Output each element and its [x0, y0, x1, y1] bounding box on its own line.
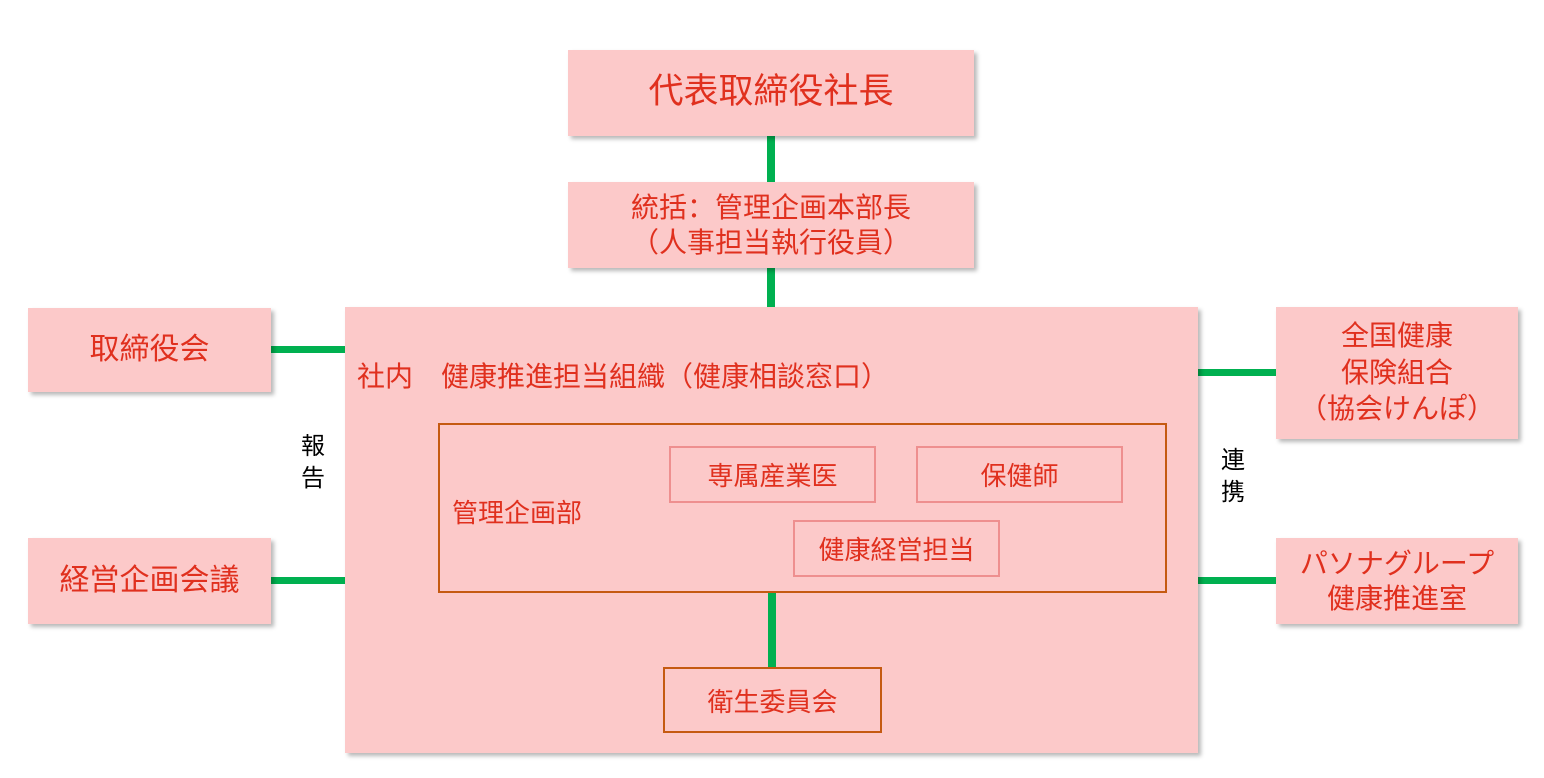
connector-org-pasona — [1198, 577, 1278, 584]
kyokai-line1: 全国健康 — [1340, 319, 1453, 353]
dept-label: 管理企画部 — [452, 499, 583, 529]
ceo-box: 代表取締役社長 — [568, 50, 974, 136]
kyokai-line2: 保険組合 — [1340, 355, 1453, 389]
report-char-1: 報 — [301, 432, 325, 460]
connector-meeting-org — [271, 577, 347, 584]
management-meeting-label: 経営企画会議 — [59, 563, 240, 599]
doctor-label: 専属産業医 — [707, 462, 838, 492]
coop-char-1: 連 — [1221, 446, 1245, 474]
ceo-label: 代表取締役社長 — [648, 72, 894, 113]
doctor-box: 専属産業医 — [669, 446, 876, 503]
safety-committee-label: 衛生委員会 — [707, 687, 838, 718]
board-box: 取締役会 — [28, 308, 271, 392]
report-char-2: 告 — [301, 464, 325, 493]
connector-supervisor-org — [767, 268, 775, 308]
dept-box: 管理企画部 — [438, 423, 1167, 593]
health-org-container: 社内 健康推進担当組織（健康相談窓口） — [345, 307, 1198, 753]
health-org-title: 社内 健康推進担当組織（健康相談窓口） — [357, 360, 890, 393]
board-label: 取締役会 — [89, 332, 210, 368]
connector-ceo-supervisor — [767, 136, 775, 182]
pasona-box: パソナグループ 健康推進室 — [1276, 538, 1518, 624]
management-meeting-box: 経営企画会議 — [28, 538, 271, 624]
connector-board-org — [271, 346, 347, 353]
kyokai-line3: （協会けんぽ） — [1298, 392, 1495, 426]
supervisor-line2: （人事担当執行役員） — [630, 226, 911, 259]
health-mgmt-box: 健康経営担当 — [793, 520, 1000, 577]
coop-char-2: 携 — [1221, 478, 1245, 507]
supervisor-line1: 統括：管理企画本部長 — [630, 191, 911, 224]
pasona-line1: パソナグループ — [1299, 547, 1495, 580]
safety-committee-box: 衛生委員会 — [663, 667, 882, 733]
kyokai-box: 全国健康 保険組合 （協会けんぽ） — [1276, 307, 1518, 439]
health-mgmt-label: 健康経営担当 — [818, 536, 975, 566]
report-label: 報 告 — [296, 430, 330, 495]
nurse-box: 保健師 — [916, 446, 1123, 503]
nurse-label: 保健師 — [980, 462, 1059, 492]
cooperation-label: 連 携 — [1216, 444, 1250, 509]
connector-dept-committee — [768, 593, 776, 667]
pasona-line2: 健康推進室 — [1326, 582, 1467, 615]
connector-org-kyokai — [1198, 369, 1278, 376]
supervisor-box: 統括：管理企画本部長 （人事担当執行役員） — [568, 182, 974, 268]
